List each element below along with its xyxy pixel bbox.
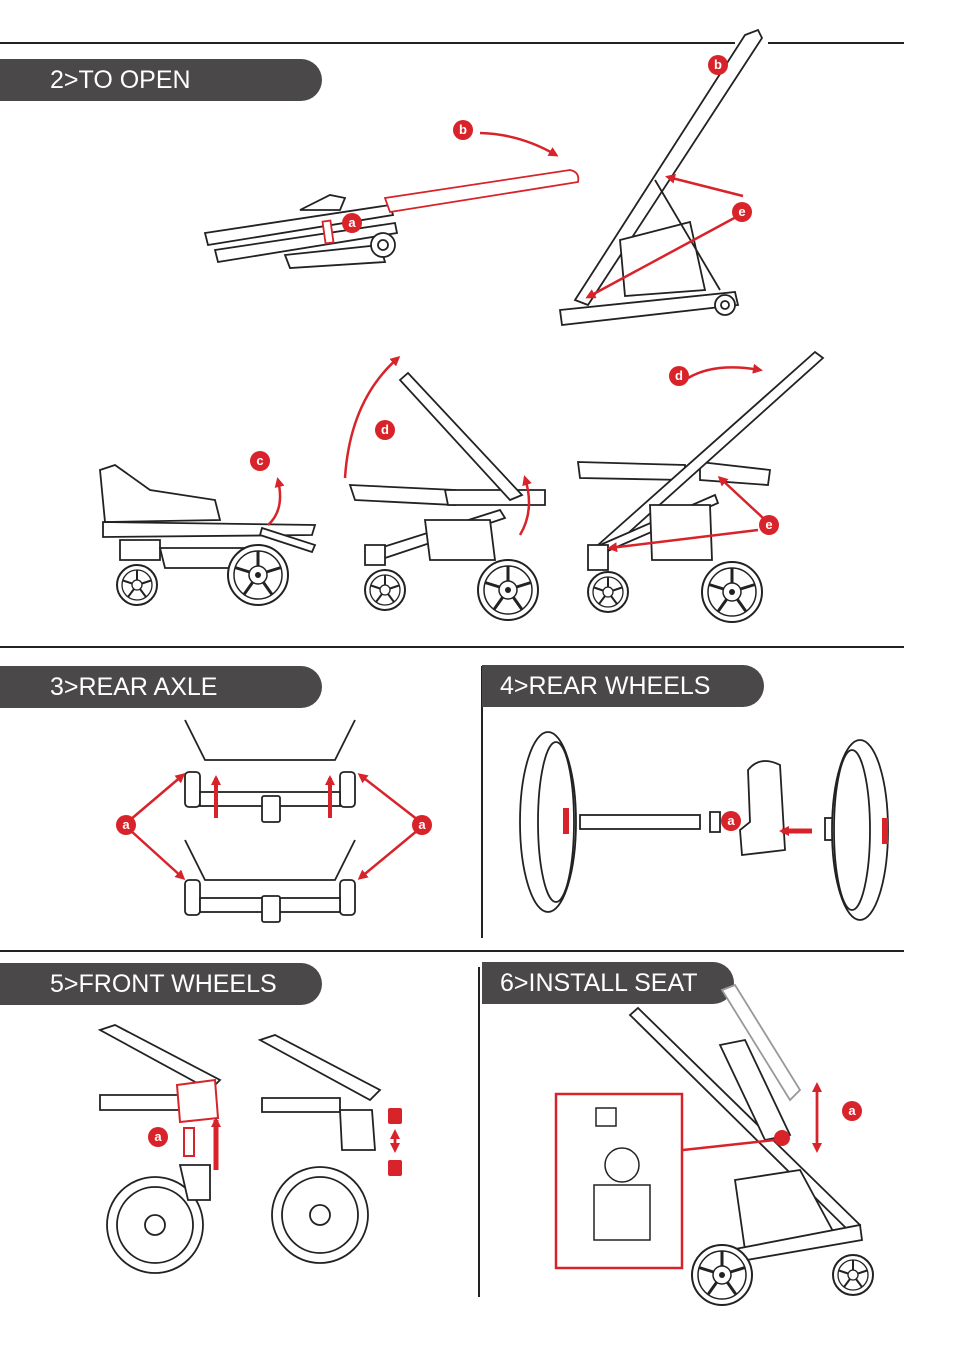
rear-axle-illustration	[184, 719, 356, 923]
install-seat-illustration	[628, 983, 864, 1264]
section-title-rear-axle: 3>REAR AXLE	[0, 666, 322, 708]
svg-text:a: a	[348, 215, 356, 230]
svg-text:a: a	[848, 1103, 856, 1118]
marker-d-1: d	[375, 420, 395, 440]
front-wheel-install-illustration	[97, 1024, 222, 1274]
svg-text:a: a	[418, 817, 426, 832]
marker-a-rear-wheels: a	[721, 811, 741, 831]
svg-text:c: c	[256, 453, 263, 468]
folded-stroller-illustration	[203, 194, 399, 269]
marker-a-install-seat: a	[842, 1101, 862, 1121]
marker-a-axle-left: a	[116, 815, 136, 835]
front-wheel-lock-illustration	[257, 1034, 382, 1264]
handlebar-red-outline	[383, 169, 580, 214]
marker-b-open-2: b	[708, 55, 728, 75]
svg-text:e: e	[738, 204, 745, 219]
divider-1	[0, 646, 904, 648]
column-divider-1	[481, 666, 483, 938]
divider-2	[0, 950, 904, 952]
section-title-rear-wheels: 4>REAR WHEELS	[482, 665, 764, 707]
marker-e-open: e	[732, 202, 752, 222]
stroller-step-d-illustration	[348, 371, 546, 566]
svg-text:a: a	[154, 1129, 162, 1144]
marker-e-2: e	[759, 515, 779, 535]
svg-text:e: e	[765, 517, 772, 532]
section-title-open: 2>TO OPEN	[0, 59, 322, 101]
stroller-step-e-illustration	[576, 350, 825, 571]
section-title-install-seat: 6>INSTALL SEAT	[482, 962, 734, 1004]
top-rule	[0, 42, 735, 44]
stroller-step-c-illustration	[99, 464, 317, 569]
top-rule-right	[768, 42, 904, 44]
marker-a-open: a	[342, 213, 362, 233]
marker-d-2: d	[669, 366, 689, 386]
marker-a-front-wheels: a	[148, 1127, 168, 1147]
rear-wheels-illustration	[519, 731, 889, 921]
unfolding-frame-illustration	[558, 28, 764, 326]
section-title-front-wheels: 5>FRONT WHEELS	[0, 963, 322, 1005]
svg-text:a: a	[727, 813, 735, 828]
column-divider-2	[478, 967, 480, 1297]
svg-text:d: d	[675, 368, 683, 383]
svg-text:d: d	[381, 422, 389, 437]
marker-a-axle-right: a	[412, 815, 432, 835]
svg-text:b: b	[459, 122, 467, 137]
svg-text:a: a	[122, 817, 130, 832]
svg-text:b: b	[714, 57, 722, 72]
marker-c: c	[250, 451, 270, 471]
marker-b-open-1: b	[453, 120, 473, 140]
